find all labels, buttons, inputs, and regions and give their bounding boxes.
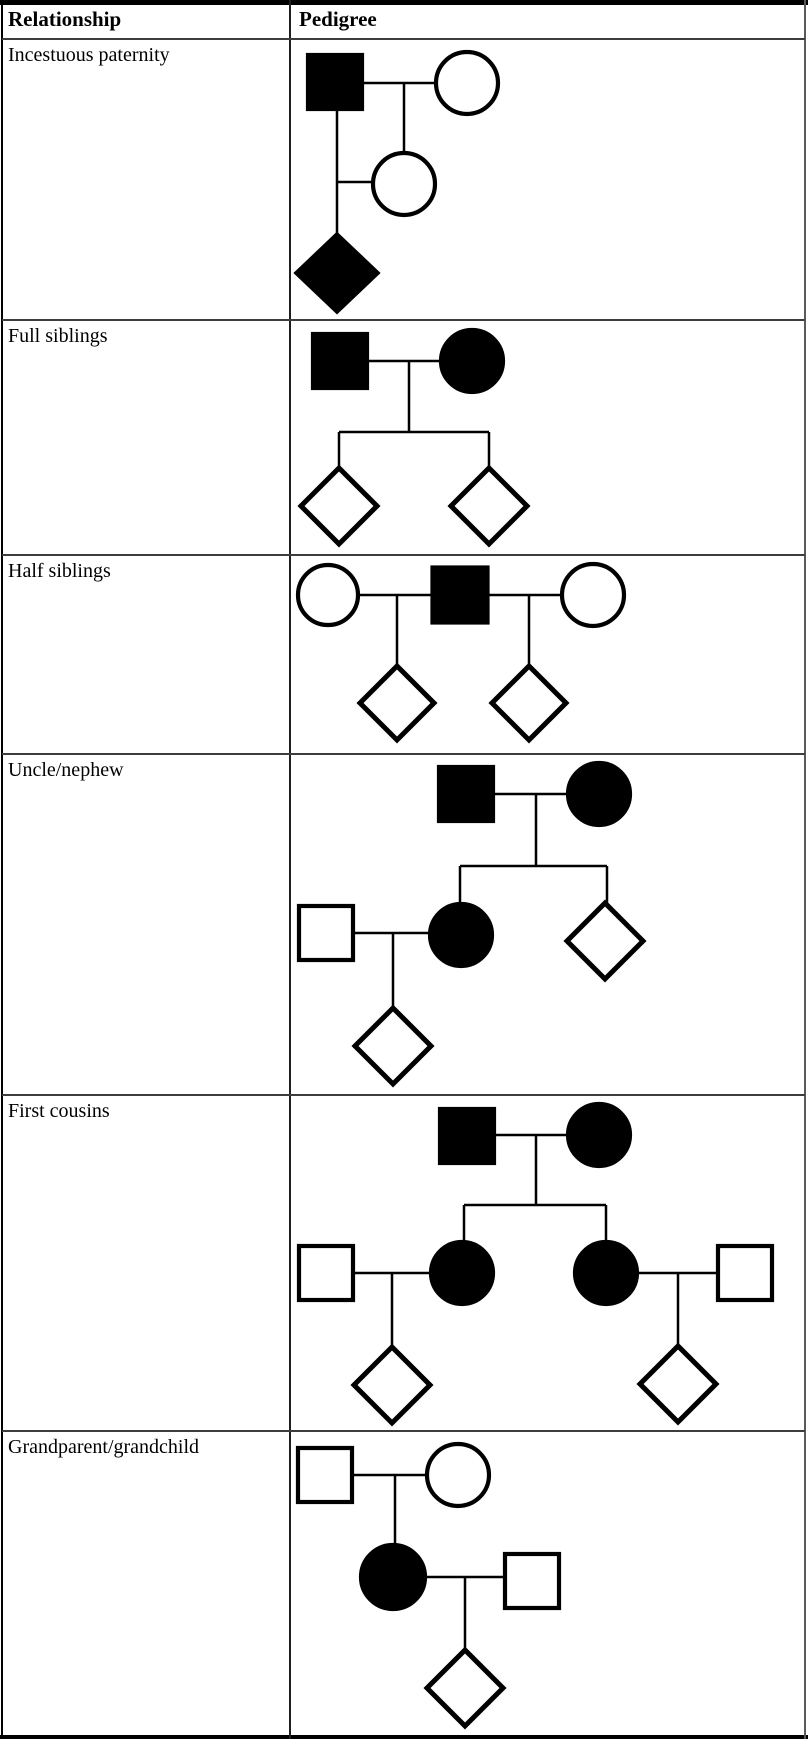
row-label-incestuous-paternity: Incestuous paternity [8, 44, 170, 66]
pedigree-node-diamond-open [356, 662, 438, 744]
pedigree-node-square-open [295, 1445, 355, 1505]
row-border-first-cousins [2, 1094, 805, 1096]
pedigree-node-diamond-open [447, 464, 531, 548]
pedigree-node-diamond-open [488, 662, 570, 744]
pedigree-node-square-open [296, 903, 356, 963]
pedigree-node-circle-filled [565, 1101, 633, 1169]
pedigree-node-diamond-open [636, 1342, 720, 1426]
header-relationship: Relationship [8, 7, 122, 31]
pedigree-node-diamond-open [423, 1646, 507, 1730]
row-border-half-siblings [2, 554, 805, 556]
pedigree-node-square-filled [305, 52, 365, 112]
table-top-border [0, 0, 808, 5]
pedigree-node-circle-open [295, 562, 361, 628]
row-border-grandparent-grandchild [2, 1430, 805, 1432]
pedigree-node-circle-filled [428, 1239, 496, 1307]
pedigree-node-square-open [296, 1243, 356, 1303]
header-pedigree: Pedigree [299, 7, 377, 31]
pedigree-node-square-filled [430, 565, 490, 625]
table-right-border [804, 0, 806, 1739]
row-border-incestuous-paternity [2, 38, 805, 40]
pedigree-node-square-filled [310, 331, 370, 391]
pedigree-node-circle-filled [438, 327, 506, 395]
table-column-divider [289, 0, 291, 1739]
pedigree-node-circle-filled [572, 1239, 640, 1307]
pedigree-node-circle-filled [358, 1542, 428, 1612]
pedigree-node-circle-open [424, 1441, 492, 1509]
pedigree-node-square-open [502, 1551, 562, 1611]
row-label-uncle-nephew: Uncle/nephew [8, 759, 124, 781]
pedigree-node-diamond-open [351, 1004, 435, 1088]
row-label-grandparent-grandchild: Grandparent/grandchild [8, 1436, 200, 1458]
pedigree-node-diamond-filled [293, 231, 381, 315]
pedigree-node-circle-open [433, 49, 501, 117]
row-label-first-cousins: First cousins [8, 1100, 110, 1122]
pedigree-node-square-filled [436, 764, 496, 824]
pedigree-node-square-filled [437, 1106, 497, 1166]
pedigree-node-circle-open [559, 561, 627, 629]
pedigree-node-circle-filled [427, 901, 495, 969]
pedigree-node-square-open [715, 1243, 775, 1303]
row-border-uncle-nephew [2, 753, 805, 755]
table-left-border [1, 0, 3, 1739]
pedigree-node-diamond-open [350, 1343, 434, 1427]
table-bottom-border [0, 1735, 808, 1739]
pedigree-node-circle-open [370, 150, 438, 218]
row-border-full-siblings [2, 319, 805, 321]
row-label-half-siblings: Half siblings [8, 560, 111, 582]
pedigree-node-diamond-open [297, 464, 381, 548]
pedigree-node-diamond-open [563, 899, 647, 983]
pedigree-node-circle-filled [565, 760, 633, 828]
row-label-full-siblings: Full siblings [8, 325, 108, 347]
